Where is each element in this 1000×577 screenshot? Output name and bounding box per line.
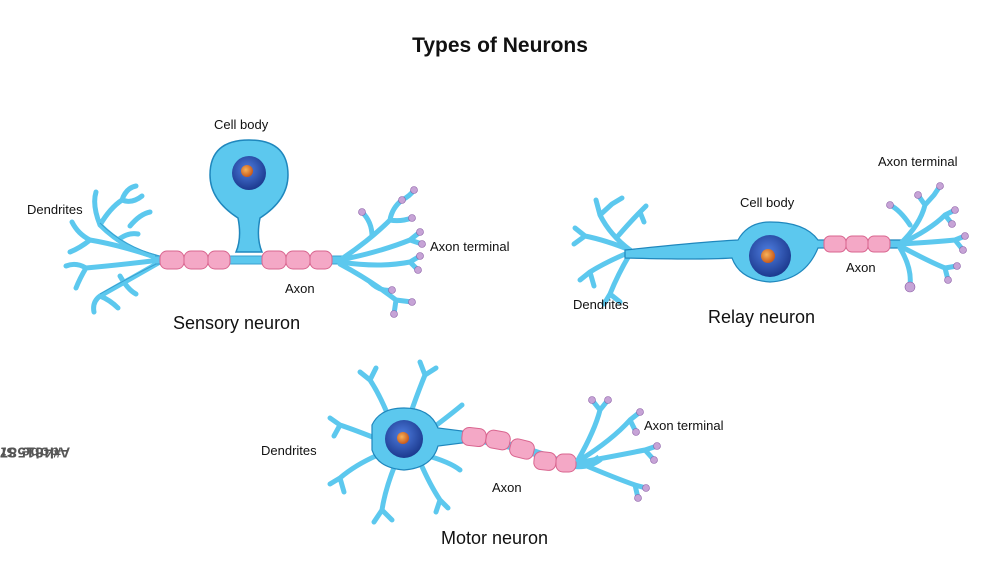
motor-axon-terminal-label: Axon terminal (644, 418, 724, 433)
relay-neuron-name: Relay neuron (708, 307, 816, 327)
relay-dendrites-label: Dendrites (573, 297, 629, 312)
motor-neuron-name: Motor neuron (441, 528, 549, 548)
relay-dendrites (571, 195, 649, 307)
relay-cell-body-label: Cell body (740, 195, 795, 210)
motor-neuron (327, 359, 661, 525)
sensory-axon-terminal (337, 187, 425, 317)
relay-neuron (571, 182, 969, 307)
relay-myelin (823, 235, 891, 253)
relay-axon-terminal (887, 183, 968, 288)
relay-terminal-knobs (886, 182, 969, 293)
sensory-axon-label: Axon (285, 281, 315, 296)
sensory-axon-terminal-label: Axon terminal (430, 239, 510, 254)
sensory-dendrites (63, 183, 163, 315)
motor-dendrites-label: Dendrites (261, 443, 317, 458)
sensory-neuron-name: Sensory neuron (173, 313, 301, 333)
motor-terminal-knobs (588, 396, 661, 502)
motor-nucleolus (397, 432, 409, 444)
motor-myelin (461, 426, 577, 473)
sensory-nucleolus (241, 165, 253, 177)
relay-axon-label: Axon (846, 260, 876, 275)
sensory-cell-body-label: Cell body (214, 117, 269, 132)
sensory-neuron (63, 139, 426, 318)
motor-dendrites (327, 359, 465, 525)
relay-axon-terminal-label: Axon terminal (878, 154, 958, 169)
stock-watermark-id: #481587075 (0, 443, 62, 461)
sensory-cell-body (209, 139, 289, 253)
motor-axon-label: Axon (492, 480, 522, 495)
relay-nucleolus (761, 249, 775, 263)
sensory-dendrites-label: Dendrites (27, 202, 83, 217)
motor-axon-terminal (575, 397, 660, 501)
stock-watermark: Adobe Stock | #481587075 (0, 342, 70, 562)
sensory-myelin (159, 250, 333, 270)
diagram-title: Types of Neurons (412, 34, 588, 57)
sensory-terminal-knobs (358, 186, 426, 318)
